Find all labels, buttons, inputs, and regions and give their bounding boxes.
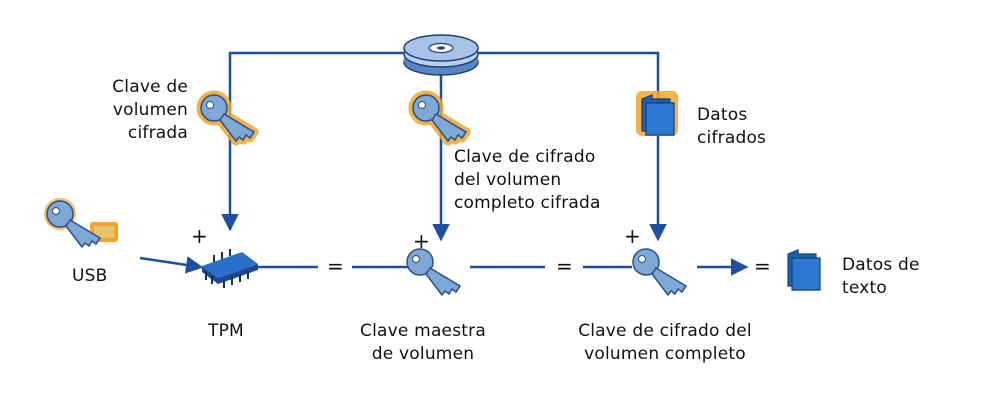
usb-key-icon — [44, 198, 118, 248]
line-disk-left — [221, 51, 415, 232]
line-usb-to-tpm — [139, 256, 204, 274]
label-tpm: TPM — [208, 321, 244, 341]
plus-sign: + — [413, 229, 430, 253]
key-icon — [408, 90, 471, 146]
connector-lines — [139, 51, 749, 276]
label-encrypted-fvek: Clave de cifrado del volumen completo ci… — [454, 147, 601, 213]
label-fvek: Clave de cifrado del volumen completo — [578, 321, 752, 364]
plus-sign: + — [191, 224, 208, 248]
equals-sign: = — [327, 254, 344, 278]
folder-icon — [636, 91, 678, 136]
label-encrypted-data: Datos cifrados — [697, 105, 767, 148]
disk-icon — [403, 34, 479, 76]
label-volume-master-key: Clave maestra de volumen — [360, 321, 486, 364]
label-plain-text-data: Datos de texto — [842, 255, 920, 298]
tpm-chip-icon — [202, 249, 258, 288]
equals-sign: = — [556, 254, 573, 278]
key-icon — [406, 248, 461, 296]
equals-sign: = — [754, 254, 771, 278]
line-disk-right — [475, 51, 667, 242]
key-icon — [632, 248, 687, 296]
plus-sign: + — [624, 224, 641, 248]
folder-icon — [787, 249, 821, 291]
label-encrypted-volume-key: Clave de volumen cifrada — [112, 77, 188, 143]
key-icon — [196, 90, 259, 146]
label-usb: USB — [72, 266, 108, 286]
